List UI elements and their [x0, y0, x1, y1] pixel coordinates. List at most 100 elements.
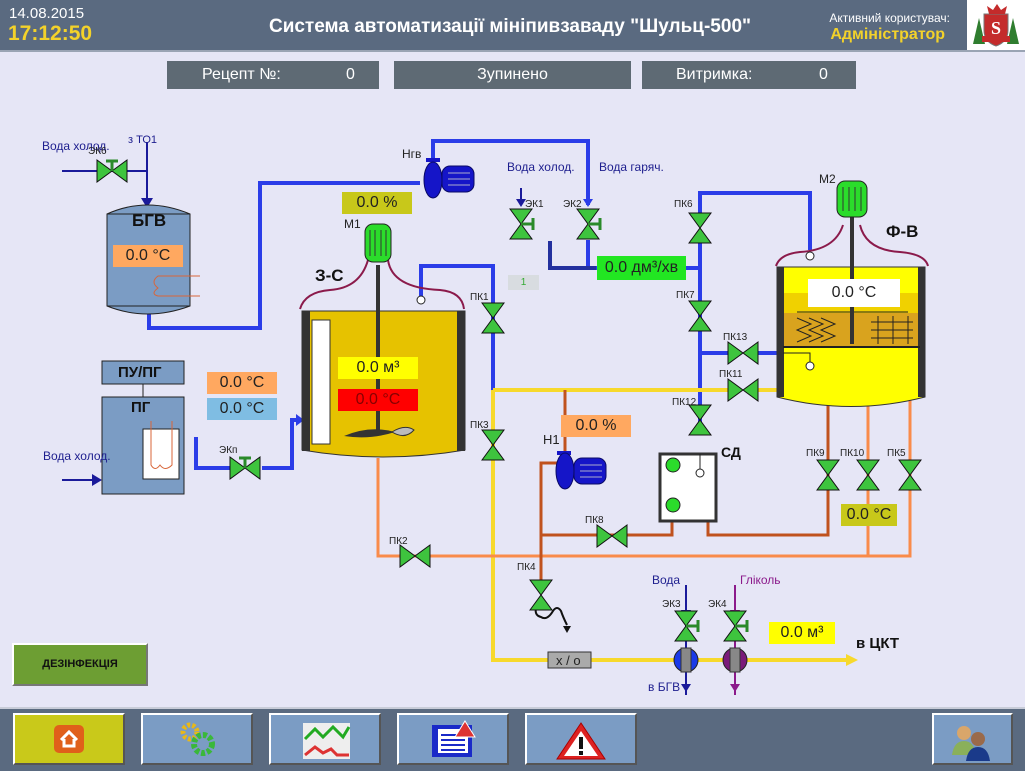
valve-label: ПК3 — [470, 420, 489, 431]
sd-name: СД — [721, 444, 741, 460]
zs-temp: 0.0 °C — [338, 389, 418, 411]
gears-icon — [180, 722, 215, 756]
pump-ngv-icon — [423, 158, 475, 199]
arrow-icon — [516, 199, 526, 207]
cold-water-label: Вода холод. — [507, 160, 575, 174]
nav-home-button[interactable] — [13, 713, 125, 765]
valve-ek6[interactable] — [96, 159, 128, 183]
nav-alarm-log-button[interactable] — [397, 713, 509, 765]
valve-pk11[interactable] — [727, 378, 759, 402]
pu-pg-label: ПУ/ПГ — [118, 364, 162, 381]
nav-alarms-button[interactable] — [525, 713, 637, 765]
drain-icon — [534, 604, 568, 626]
page-title: Система автоматизації мініпивзаваду "Шул… — [268, 16, 752, 37]
valve-pk8[interactable] — [596, 524, 628, 548]
valve-ek3[interactable] — [674, 610, 700, 642]
valve-pk12[interactable] — [688, 404, 712, 436]
sd-unit — [658, 452, 718, 523]
valve-pk5[interactable] — [898, 459, 922, 491]
valve-ekp-label: ЭКп — [219, 445, 238, 456]
valve-pk1[interactable] — [481, 302, 505, 334]
date: 14.08.2015 — [9, 5, 85, 22]
disinfection-button[interactable]: ДЕЗІНФЕКЦІЯ — [12, 643, 148, 686]
arrow-icon — [296, 414, 304, 426]
process-state: Зупинено — [477, 66, 548, 83]
nav-trends-button[interactable] — [269, 713, 381, 765]
m1-speed: 0.0 % — [342, 192, 412, 214]
flow-meter-water-icon — [673, 647, 699, 673]
hold-value: 0 — [819, 66, 828, 83]
hot-water-label: Вода гаряч. — [599, 160, 664, 174]
bgv-to1-label: з ТО1 — [128, 134, 157, 146]
flow-meter-glycol-icon — [722, 647, 748, 673]
pump-n1-icon — [555, 451, 607, 490]
valve-label: ПК7 — [676, 290, 695, 301]
valve-label: ПК13 — [723, 332, 748, 343]
bgv-cold-water-label: Вода холод. — [42, 139, 110, 153]
valve-label: ПК1 — [470, 292, 489, 303]
warning-icon — [556, 722, 606, 760]
bgv-name: БГВ — [132, 211, 167, 230]
valve-pk9[interactable] — [816, 459, 840, 491]
active-user-name: Адміністратор — [830, 26, 945, 43]
zs-tank — [299, 259, 466, 458]
valve-ek1-label: ЭК1 — [525, 199, 544, 210]
arrow-icon — [583, 199, 593, 207]
valve-label: ПК9 — [806, 448, 825, 459]
zs-volume: 0.0 м³ — [338, 357, 418, 379]
arrow-icon — [92, 474, 102, 486]
valve-pk4[interactable] — [529, 579, 553, 611]
to-ckt-label: в ЦКТ — [856, 635, 900, 652]
valve-pk7[interactable] — [688, 300, 712, 332]
valve-ek1[interactable] — [509, 208, 535, 240]
arrow-icon — [141, 198, 153, 208]
valve-pk6[interactable] — [688, 212, 712, 244]
fv-name: Ф-В — [886, 222, 919, 241]
hold-label: Витримка: — [676, 66, 753, 83]
water-flow: 0.0 дм³/хв — [597, 256, 686, 280]
valve-label: ПК5 — [887, 448, 906, 459]
valve-label: ПК2 — [389, 536, 408, 547]
recipe-panel: Рецепт №: 0 — [167, 61, 379, 89]
valve-label: ПК10 — [840, 448, 865, 459]
valve-ek4[interactable] — [723, 610, 749, 642]
clock: 17:12:50 — [8, 22, 93, 45]
motor-m2-icon — [836, 180, 868, 218]
pump-n1-label: Н1 — [543, 432, 560, 447]
n1-speed: 0.0 % — [561, 415, 631, 437]
ckt-volume: 0.0 м³ — [769, 622, 835, 644]
zs-name: З-С — [315, 266, 344, 285]
fv-temp: 0.0 °C — [808, 279, 900, 307]
motor-m2-label: М2 — [819, 172, 836, 186]
cooling-water-label: Вода — [652, 573, 681, 587]
valve-label: ПК8 — [585, 515, 604, 526]
valve-pk10[interactable] — [856, 459, 880, 491]
valve-ek2[interactable] — [576, 208, 602, 240]
nav-users-button[interactable] — [932, 713, 1013, 765]
pg-name: ПГ — [131, 399, 151, 416]
valve-pk2[interactable] — [399, 544, 431, 568]
heat-exchanger-label: х / о — [556, 653, 581, 668]
valve-ek2-label: ЭК2 — [563, 199, 582, 210]
users-icon — [952, 726, 990, 761]
valve-label: ПК4 — [517, 562, 536, 573]
process-state-panel: Зупинено — [394, 61, 631, 89]
nav-settings-button[interactable] — [141, 713, 253, 765]
header-bar: 14.08.2015 17:12:50 Система автоматизаці… — [0, 0, 1025, 52]
valve-pk3[interactable] — [481, 429, 505, 461]
brewery-logo-icon: S — [967, 0, 1025, 50]
valve-ek3-label: ЭК3 — [662, 599, 681, 610]
bgv-temp: 0.0 °C — [113, 245, 183, 267]
valve-pk13[interactable] — [727, 341, 759, 365]
recipe-label: Рецепт №: — [202, 66, 281, 83]
valve-ek6-label: ЭК6 — [88, 146, 107, 157]
motor-m1-label: М1 — [344, 217, 361, 231]
valve-ekp[interactable] — [229, 456, 261, 480]
arrow-icon — [846, 654, 858, 666]
home-icon — [54, 725, 84, 753]
motor-m1-icon — [364, 223, 392, 263]
spray-ball-icon — [416, 295, 426, 305]
valve-label: ПК6 — [674, 199, 693, 210]
svg-text:S: S — [991, 18, 1001, 38]
